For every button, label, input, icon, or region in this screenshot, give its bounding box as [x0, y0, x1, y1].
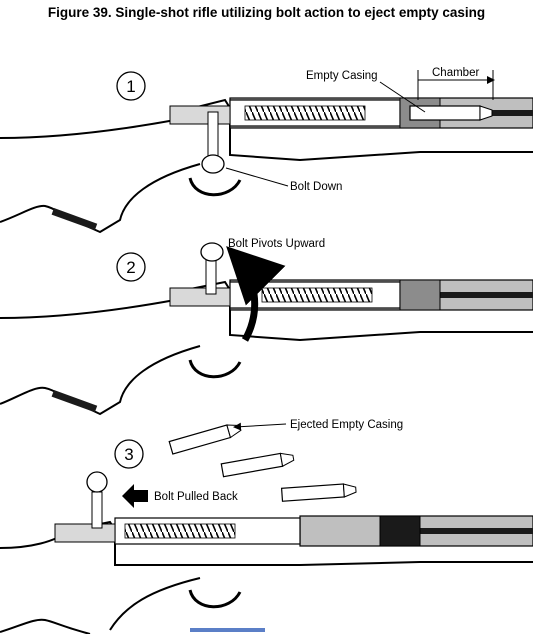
- bolt-pulled-back-label: Bolt Pulled Back: [154, 491, 238, 503]
- step-1-panel: 1 Empty Casing Chamber Bolt Down: [0, 67, 533, 234]
- rifle-lower-stock: [0, 163, 201, 234]
- butt-plate: [51, 208, 98, 231]
- bolt-knob: [86, 471, 108, 493]
- bolt-knob: [201, 154, 225, 174]
- ejected-casing-1: [168, 424, 242, 455]
- barrel-bore: [420, 528, 533, 534]
- casing-neck: [479, 105, 493, 121]
- rifle-lower-stock: [0, 345, 201, 416]
- pivot-arrow: [226, 246, 286, 342]
- empty-casing: [409, 105, 481, 121]
- step-1-number: 1: [126, 77, 135, 96]
- step-3-number-circle: [114, 439, 144, 469]
- step-2-number: 2: [126, 258, 135, 277]
- bolt-handle-base: [169, 287, 231, 307]
- bolt-handle-shaft: [205, 257, 217, 295]
- bolt-pivots-label: Bolt Pivots Upward: [228, 238, 325, 250]
- step-2-number-circle: [116, 252, 146, 282]
- empty-casing-label: Empty Casing: [306, 70, 378, 82]
- ejected-casing-3: [280, 483, 357, 502]
- ejected-casing-2: [220, 452, 295, 478]
- trigger-guard: [188, 359, 242, 379]
- step-3-number: 3: [124, 445, 133, 464]
- bolt-handle-shaft: [91, 491, 103, 529]
- step-2-panel: 2 Bolt Pivots Upward: [0, 238, 533, 416]
- trigger-guard: [188, 177, 242, 197]
- chamber-label: Chamber: [432, 67, 479, 79]
- step-1-number-circle: [116, 71, 146, 101]
- step-3-panel: Ejected Empty Casing Bolt Pulled Back 3: [0, 419, 533, 634]
- pull-back-arrow: [122, 484, 148, 508]
- ejected-casing-label: Ejected Empty Casing: [290, 419, 403, 431]
- chamber-block: [379, 515, 421, 547]
- ejected-leader: [233, 422, 287, 431]
- bolt-handle-shaft: [207, 111, 219, 157]
- bolt-handle-base: [169, 105, 231, 125]
- rifle-lower-stock: [0, 577, 201, 634]
- chamber-block: [399, 279, 441, 311]
- bolt-knob: [200, 242, 224, 262]
- trigger-guard: [188, 589, 242, 609]
- butt-plate: [51, 390, 98, 413]
- bottom-accent-bar: [190, 628, 265, 632]
- bolt-spring: [244, 105, 366, 121]
- bolt-spring: [261, 287, 373, 303]
- bolt-down-label: Bolt Down: [290, 181, 342, 193]
- figure-title: Figure 39. Single-shot rifle utilizing b…: [47, 5, 486, 20]
- bolt-handle-base: [54, 523, 116, 543]
- bolt-down-leader: [225, 167, 289, 187]
- empty-casing-leader: [379, 81, 426, 113]
- bolt-spring: [124, 523, 236, 539]
- barrel-bore: [360, 292, 533, 298]
